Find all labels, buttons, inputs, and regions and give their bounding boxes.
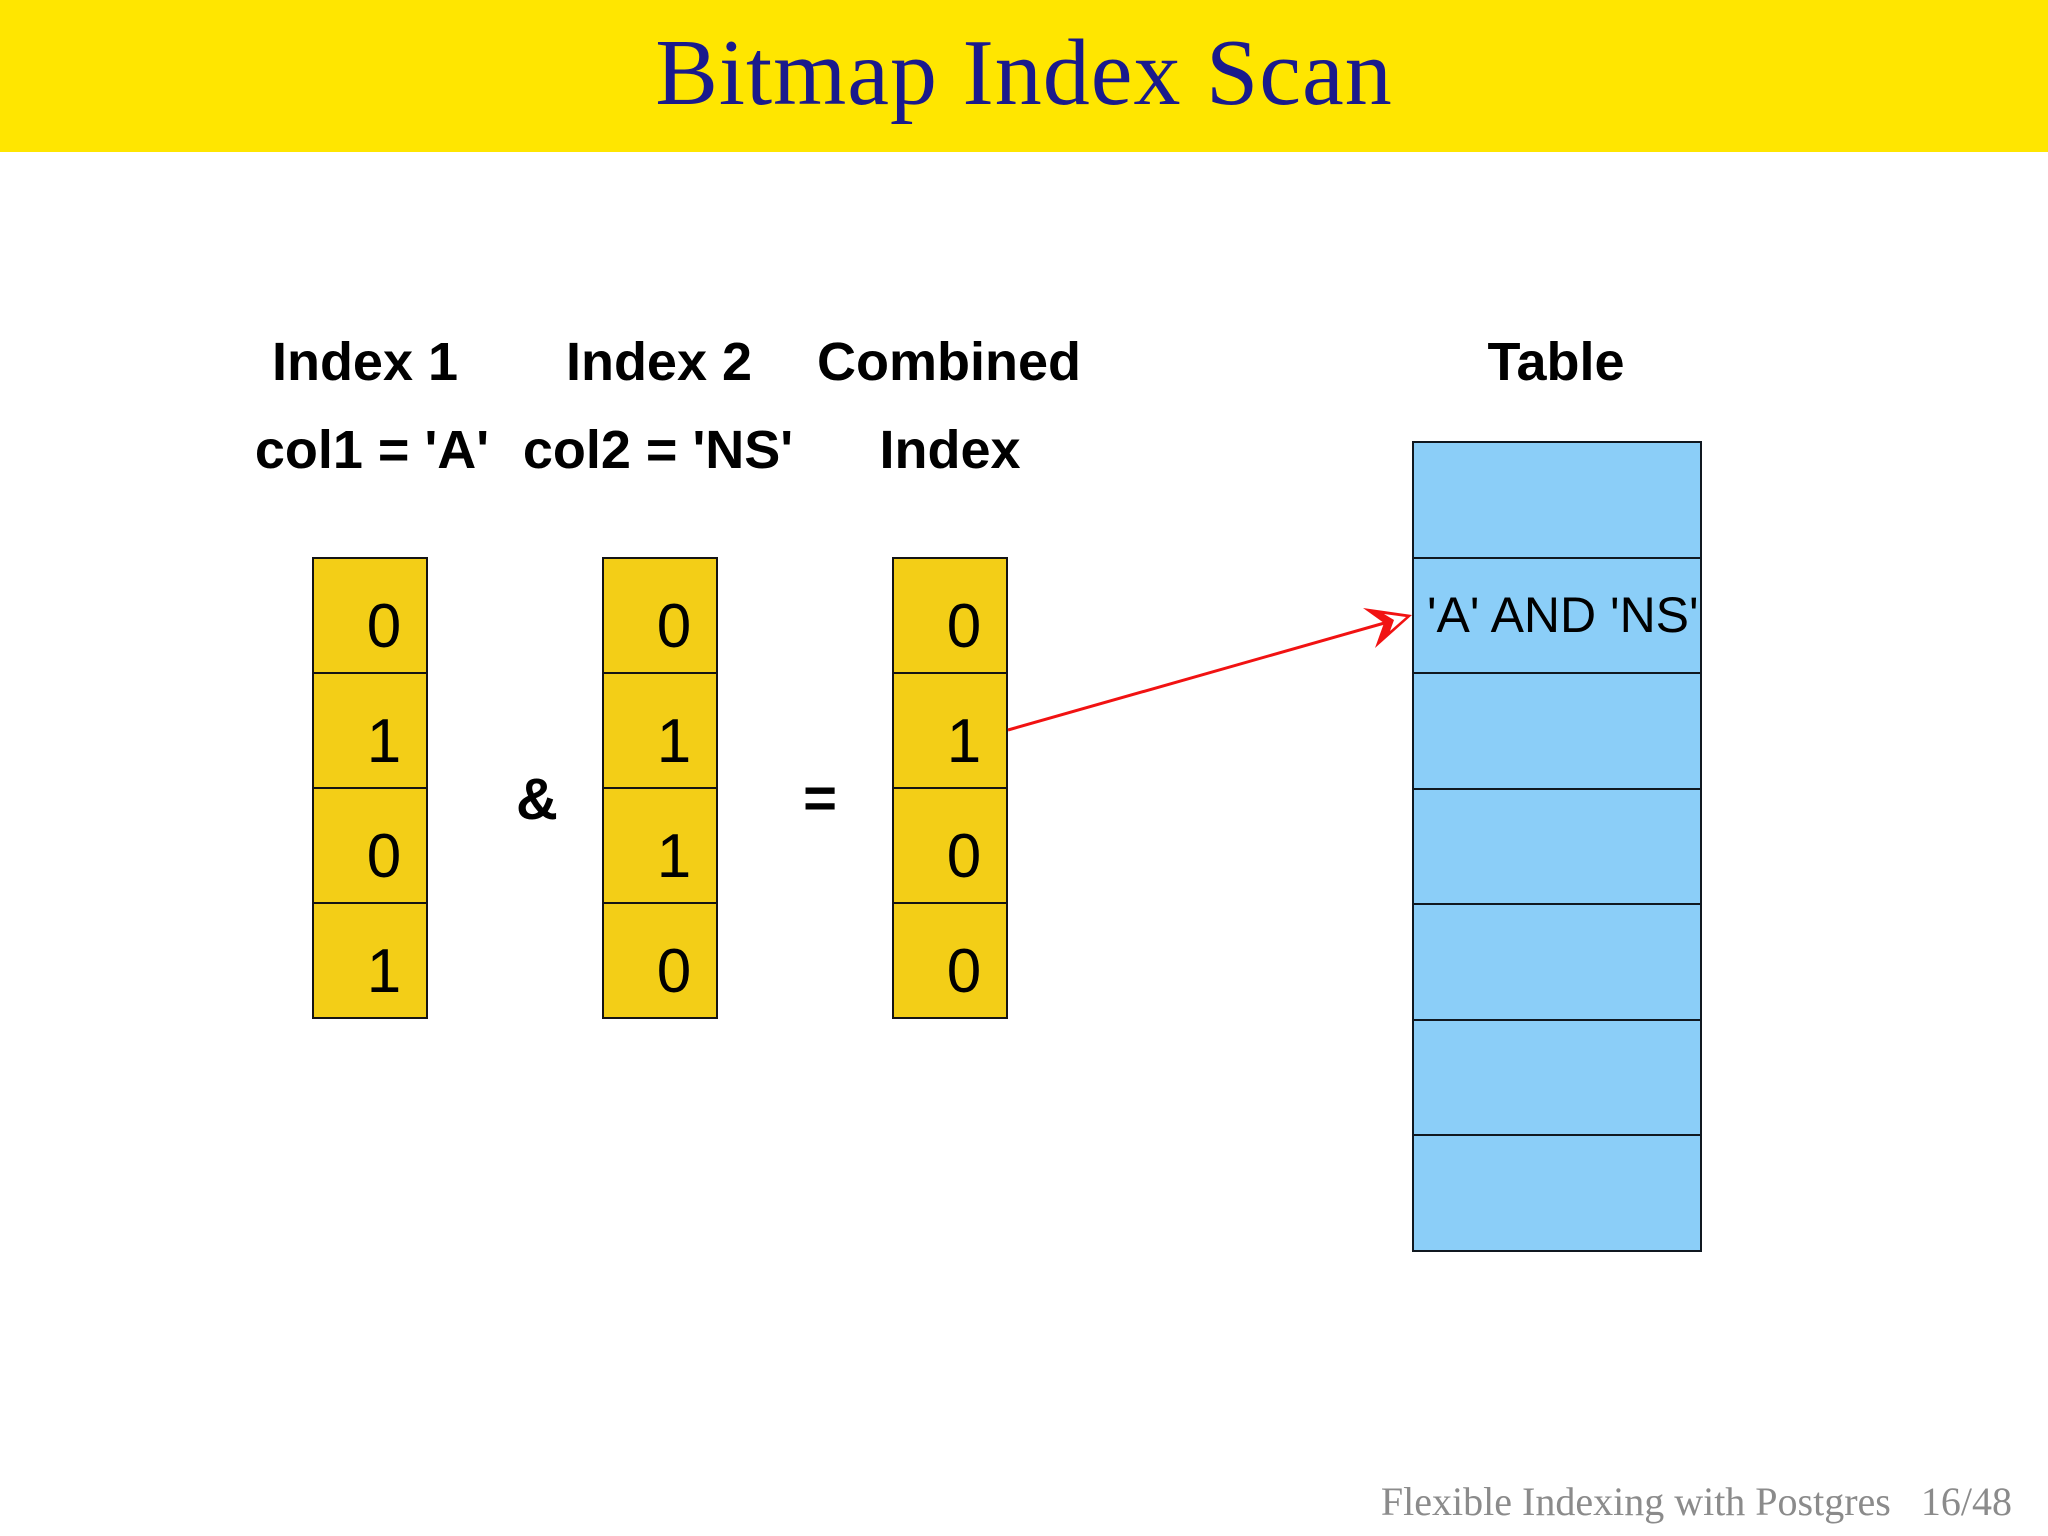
index1-bit-cell: 1: [312, 902, 428, 1019]
bit-value: 1: [656, 706, 692, 776]
slide-title: Bitmap Index Scan: [655, 21, 1393, 125]
bit-value: 0: [656, 936, 692, 1006]
index2-bitmap-column: 0 1 1 0: [602, 557, 718, 1019]
table-row: [1414, 1021, 1700, 1137]
index2-label: Index 2: [565, 332, 753, 392]
bit-value: 1: [946, 706, 982, 776]
arrow-head-notch: [1384, 614, 1406, 631]
table-label: Table: [1487, 332, 1625, 392]
title-banner: Bitmap Index Scan: [0, 0, 2048, 152]
table-row: [1414, 674, 1700, 790]
bit-value: 1: [366, 936, 402, 1006]
footer-title: Flexible Indexing with Postgres: [1380, 1479, 1891, 1524]
bit-value: 1: [366, 706, 402, 776]
and-operator: &: [516, 767, 558, 832]
footer: Flexible Indexing with Postgres 16/48: [1381, 1478, 2012, 1525]
table-row-match: 'A' AND 'NS': [1414, 559, 1700, 675]
equals-operator: =: [803, 766, 837, 831]
index1-bitmap-column: 0 1 0 1: [312, 557, 428, 1019]
index2-bit-cell: 0: [602, 902, 718, 1019]
index1-bit-cell: 1: [312, 672, 428, 789]
combined-bit-cell: 1: [892, 672, 1008, 789]
combined-bit-cell: 0: [892, 902, 1008, 1019]
index2-bit-cell: 1: [602, 787, 718, 904]
bit-value: 0: [946, 821, 982, 891]
arrow-line: [1007, 620, 1389, 732]
bit-value: 0: [366, 821, 402, 891]
combined-label: Combined: [817, 332, 1081, 392]
table-row: [1414, 905, 1700, 1021]
arrow-head: [1363, 608, 1412, 648]
combined-label-line2: Index: [879, 420, 1021, 480]
bit-value: 1: [656, 821, 692, 891]
combined-bit-cell: 0: [892, 787, 1008, 904]
index1-condition-label: col1 = 'A': [254, 420, 490, 480]
table-row-text: 'A' AND 'NS': [1427, 587, 1699, 644]
bit-value: 0: [946, 591, 982, 661]
bit-value: 0: [946, 936, 982, 1006]
footer-page-number: 16/48: [1920, 1479, 2012, 1524]
index1-label: Index 1: [271, 332, 459, 392]
index2-bit-cell: 0: [602, 557, 718, 674]
bit-value: 0: [366, 591, 402, 661]
heap-table: 'A' AND 'NS': [1412, 441, 1702, 1252]
index1-bit-cell: 0: [312, 557, 428, 674]
combined-bitmap-column: 0 1 0 0: [892, 557, 1008, 1019]
index2-bit-cell: 1: [602, 672, 718, 789]
combined-bit-cell: 0: [892, 557, 1008, 674]
table-row: [1414, 790, 1700, 906]
index1-bit-cell: 0: [312, 787, 428, 904]
bit-value: 0: [656, 591, 692, 661]
table-row: [1414, 443, 1700, 559]
index2-condition-label: col2 = 'NS': [522, 420, 794, 480]
table-row: [1414, 1136, 1700, 1250]
